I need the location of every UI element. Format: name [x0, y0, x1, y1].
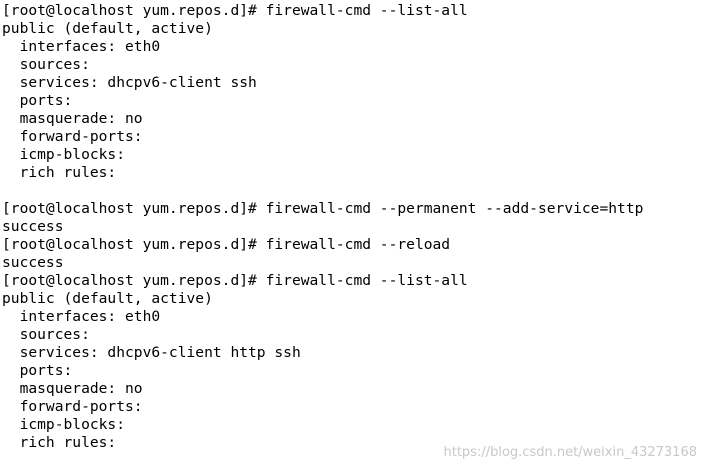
terminal-line-rich-rules: rich rules: — [2, 164, 117, 181]
terminal-line-services: services: dhcpv6-client ssh — [2, 74, 257, 91]
terminal-line-success: success — [2, 218, 64, 235]
terminal-line-ports: ports: — [2, 362, 73, 379]
terminal-line-prompt-reload: [root@localhost yum.repos.d]# firewall-c… — [2, 236, 451, 253]
terminal-line-masquerade: masquerade: no — [2, 110, 143, 127]
terminal-line-prompt-list-all: [root@localhost yum.repos.d]# firewall-c… — [2, 2, 468, 19]
terminal-line-blank — [2, 182, 702, 200]
terminal-output[interactable]: [root@localhost yum.repos.d]# firewall-c… — [2, 2, 702, 452]
terminal-line-ports: ports: — [2, 92, 73, 109]
terminal-line-services: services: dhcpv6-client http ssh — [2, 344, 301, 361]
terminal-line-forward-ports: forward-ports: — [2, 128, 143, 145]
terminal-line-icmp-blocks: icmp-blocks: — [2, 146, 126, 163]
terminal-line-sources: sources: — [2, 326, 90, 343]
terminal-line-interfaces: interfaces: eth0 — [2, 38, 161, 55]
terminal-line-success: success — [2, 254, 64, 271]
terminal-line-zone: public (default, active) — [2, 20, 213, 37]
terminal-line-forward-ports: forward-ports: — [2, 398, 143, 415]
terminal-line-interfaces: interfaces: eth0 — [2, 308, 161, 325]
terminal-line-prompt-add-service: [root@localhost yum.repos.d]# firewall-c… — [2, 200, 644, 217]
terminal-line-prompt-list-all: [root@localhost yum.repos.d]# firewall-c… — [2, 272, 468, 289]
terminal-line-sources: sources: — [2, 56, 90, 73]
terminal-line-zone: public (default, active) — [2, 290, 213, 307]
terminal-line-rich-rules: rich rules: — [2, 434, 117, 451]
terminal-line-icmp-blocks: icmp-blocks: — [2, 416, 126, 433]
terminal-line-masquerade: masquerade: no — [2, 380, 143, 397]
watermark-text: https://blog.csdn.net/weixin_43273168 — [443, 445, 697, 460]
